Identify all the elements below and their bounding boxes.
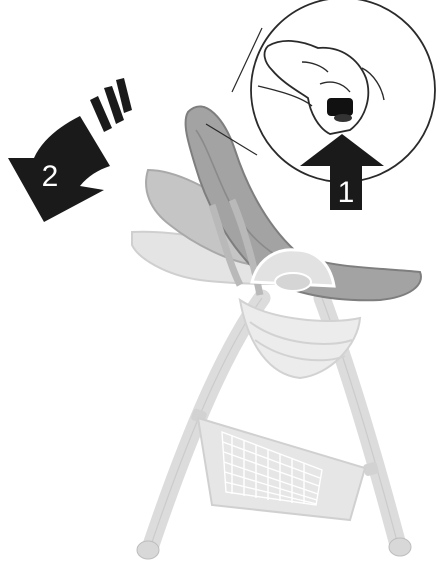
left-foot <box>137 541 159 559</box>
motion-lines <box>90 78 132 132</box>
step-2-arrow: 2 <box>8 78 132 222</box>
curved-arrow-icon <box>8 116 110 222</box>
storage-basket <box>198 418 365 520</box>
right-foot <box>389 538 411 556</box>
step-1-number: 1 <box>338 176 355 209</box>
step-2-number: 2 <box>42 160 59 193</box>
